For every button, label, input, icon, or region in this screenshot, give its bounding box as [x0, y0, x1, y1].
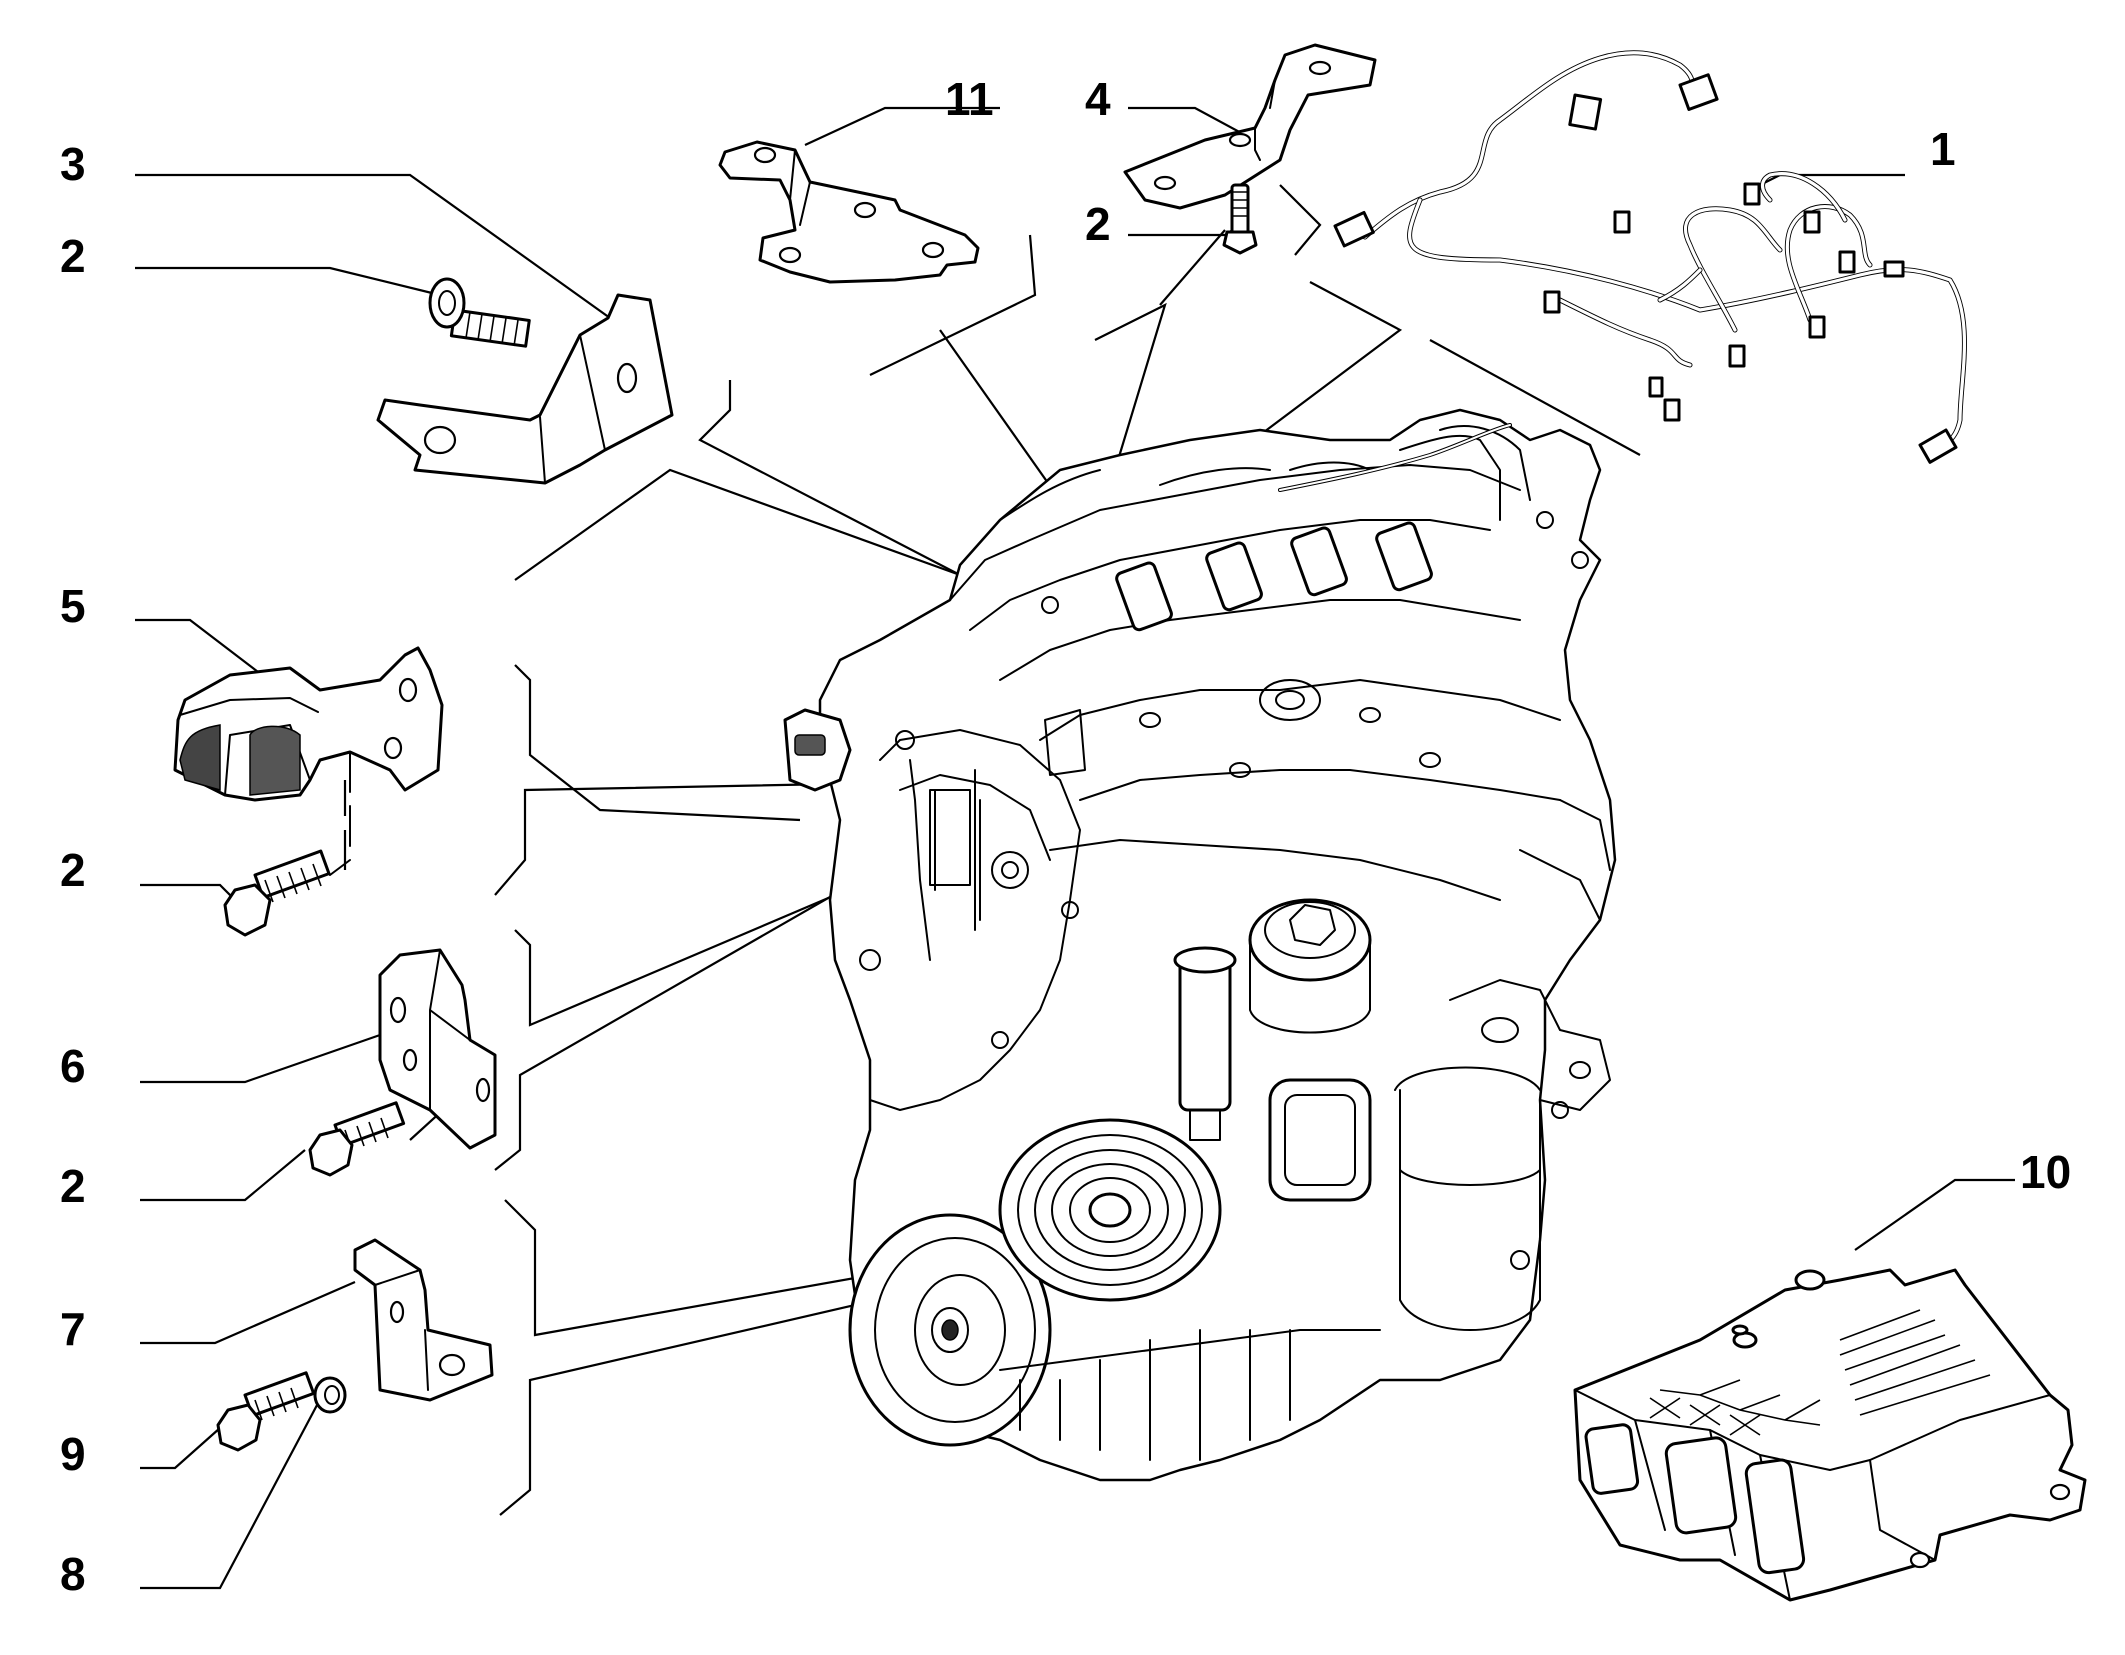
callout-5[interactable]: 5: [60, 580, 86, 632]
leader-bracket-6-to-engine: [514, 808, 1036, 1027]
leader-11: [804, 106, 1000, 146]
leader-bracket-4-to-engine: [1094, 302, 1167, 471]
engine-bolt-heads: [859, 511, 1589, 1270]
engine-assembly: [783, 408, 1617, 1482]
callout-7[interactable]: 7: [60, 1303, 86, 1355]
bolt-2-lower-left[interactable]: [308, 1101, 406, 1177]
leader-2-lower-left: [140, 1149, 306, 1202]
leader-8: [140, 1389, 326, 1590]
leader-7: [140, 1280, 356, 1345]
leader-6: [140, 1033, 381, 1084]
leader-5: [135, 618, 263, 676]
leader-10: [1854, 1178, 2015, 1251]
callout-2-lower-left[interactable]: 2: [60, 1160, 86, 1212]
leader-9: [140, 1427, 221, 1470]
bolt-9[interactable]: [216, 1371, 316, 1452]
leader-bracket-5-to-engine-b: [494, 778, 1041, 896]
leader-bracket-6-to-engine-b: [494, 784, 1026, 1171]
leader-bracket-11-to-engine-b: [939, 329, 1061, 501]
leader-harness-to-engine: [1259, 281, 1403, 436]
bracket-3[interactable]: [376, 293, 674, 485]
leader-bracket-5-to-engine: [514, 664, 801, 822]
leader-bracket-4-to-engine-b: [1159, 229, 1226, 306]
pulleys: [848, 1118, 1222, 1447]
callout-11[interactable]: 11: [945, 73, 994, 125]
callout-2-top-center[interactable]: 2: [1085, 198, 1111, 250]
callout-labels: 3 2 5 2 6 2 7 9 8 11 4 2 1 10: [60, 73, 2071, 1600]
callout-10[interactable]: 10: [2020, 1146, 2071, 1198]
engine-control-unit-10[interactable]: [1573, 1268, 2087, 1602]
leader-3: [135, 173, 611, 319]
callout-8[interactable]: 8: [60, 1548, 86, 1600]
bolt-2-mid-left[interactable]: [223, 849, 331, 937]
leader-bracket-11-to-engine: [869, 234, 1037, 376]
bolt-2-top-center[interactable]: [1222, 183, 1258, 255]
washer-8[interactable]: [313, 1376, 347, 1414]
leader-bracket-3-to-engine-b: [698, 380, 961, 576]
leader-bracket-3-to-engine: [514, 468, 961, 581]
callout-3[interactable]: 3: [60, 138, 86, 190]
leader-2-top-left: [135, 266, 441, 297]
leader-4: [1128, 106, 1246, 136]
leader-bracket-4-to-engine-c: [1279, 184, 1322, 256]
bracket-11[interactable]: [718, 140, 980, 284]
leader-1: [1759, 173, 1905, 186]
callout-1[interactable]: 1: [1930, 123, 1956, 175]
connector-holder-5[interactable]: [173, 646, 444, 876]
callout-2-top-left[interactable]: 2: [60, 230, 86, 282]
wiring-harness-1[interactable]: [1333, 50, 1967, 464]
bracket-6[interactable]: [378, 948, 497, 1150]
bracket-4[interactable]: [1123, 43, 1377, 210]
leader-harness-to-engine-b: [1429, 339, 1641, 456]
oil-filter-cap: [1248, 898, 1372, 1034]
callout-4[interactable]: 4: [1085, 73, 1111, 125]
ignition-coils: [1115, 521, 1433, 632]
callout-2-mid-left[interactable]: 2: [60, 844, 86, 896]
callout-9[interactable]: 9: [60, 1428, 86, 1480]
callout-6[interactable]: 6: [60, 1040, 86, 1092]
angle-bracket-7[interactable]: [353, 1238, 494, 1402]
bolt-2-top-left[interactable]: [428, 277, 531, 348]
